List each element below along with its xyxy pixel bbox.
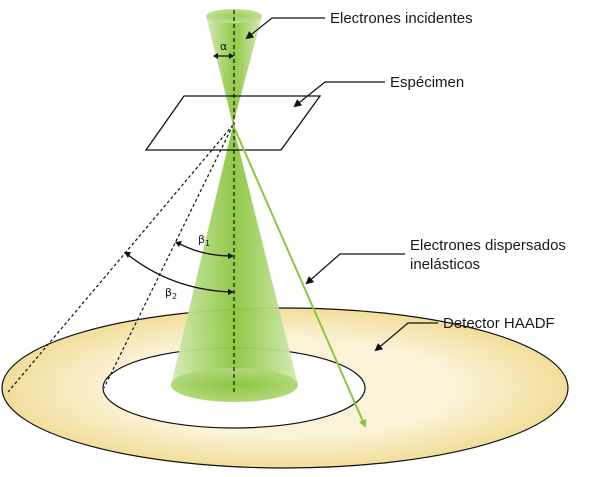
incident-beam-cone xyxy=(206,16,262,125)
specimen-plane xyxy=(144,95,322,151)
inelastic-leader xyxy=(305,253,405,285)
beta2-symbol: β2 xyxy=(165,286,177,301)
inelastic-ray xyxy=(232,124,367,428)
inelastic-label-line1: Electrones dispersados xyxy=(410,237,566,254)
alpha-symbol: α xyxy=(220,40,227,53)
haadf-detector-label: Detector HAADF xyxy=(443,315,555,332)
beta1-arc xyxy=(177,242,233,257)
beta1-boundary-line xyxy=(103,124,234,389)
specimen-leader xyxy=(293,81,385,108)
beta2-arc xyxy=(126,253,233,293)
detector-leader xyxy=(374,322,438,352)
incident-beam-top xyxy=(206,9,262,23)
incident-electrons-label: Electrones incidentes xyxy=(330,10,473,27)
inelastic-label-line2: inelásticos xyxy=(410,256,480,273)
beta1-symbol: β1 xyxy=(198,233,210,248)
haadf-detector-ring xyxy=(1,307,569,469)
incident-leader xyxy=(245,17,325,40)
specimen-label: Espécimen xyxy=(390,74,464,91)
